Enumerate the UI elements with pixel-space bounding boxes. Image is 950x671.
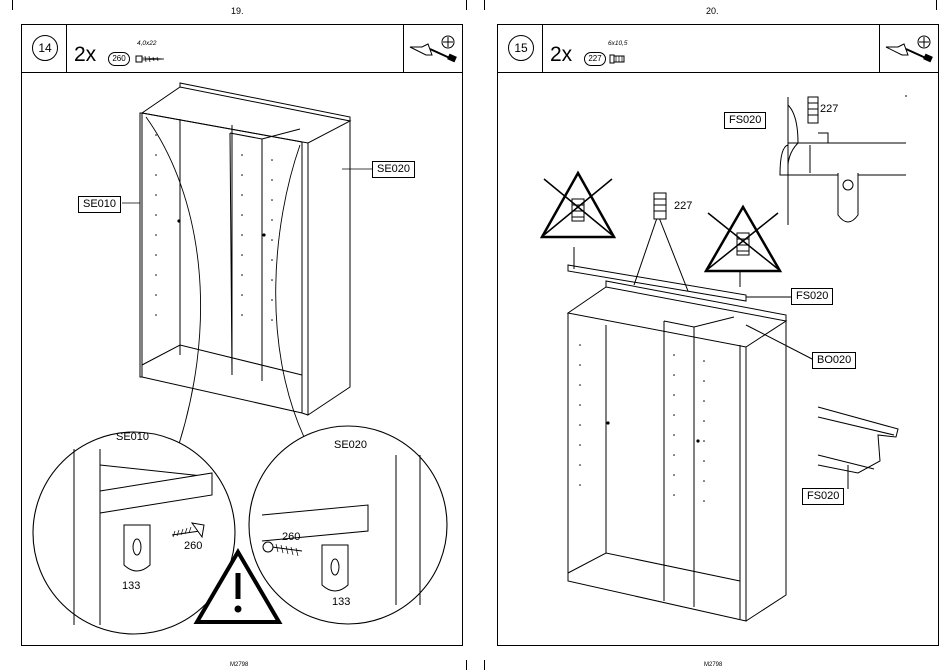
crop-mark	[466, 0, 467, 10]
crop-mark	[12, 0, 13, 10]
crop-mark	[484, 0, 485, 10]
crop-mark	[936, 0, 937, 10]
hinge-label-right: 133	[332, 596, 350, 608]
footer-code-left: M2798	[230, 662, 248, 668]
part-label-rail: FS020	[791, 288, 833, 305]
part-label-rail-top: FS020	[724, 112, 766, 129]
warning-triangle-icon	[194, 549, 282, 625]
part-label-rail-detail: FS020	[802, 488, 844, 505]
screw-label-right: 260	[282, 531, 300, 543]
screw-label-main: 227	[674, 200, 692, 212]
wardrobe-drawing	[498, 25, 940, 647]
page-number-right: 20.	[706, 6, 719, 16]
no-screw-icon	[538, 169, 618, 241]
part-label-side-right: SE020	[372, 161, 415, 178]
zoom-label-right: SE020	[334, 439, 367, 451]
part-label-side-left: SE010	[78, 196, 121, 213]
part-label-top-panel: BO020	[812, 352, 856, 369]
instruction-page-left: 14 2x 260 4,0x22	[21, 24, 463, 646]
page-number-left: 19.	[231, 6, 244, 16]
crop-mark	[484, 660, 485, 670]
footer-code-right: M2798	[704, 662, 722, 668]
instruction-page-right: 15 2x 227 6x10,5	[497, 24, 939, 646]
zoom-label-left: SE010	[116, 431, 149, 443]
no-screw-icon	[702, 203, 784, 275]
screw-label-top: 227	[820, 103, 838, 115]
screw-label-left: 260	[184, 540, 202, 552]
hinge-label-left: 133	[122, 580, 140, 592]
crop-mark	[466, 660, 467, 670]
